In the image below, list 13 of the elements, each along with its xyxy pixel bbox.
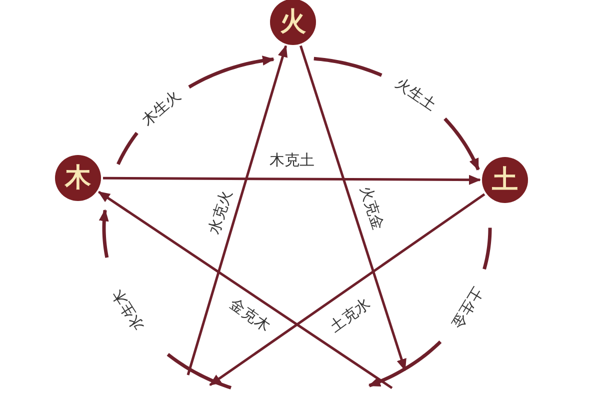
element-circle: 木 xyxy=(55,155,101,201)
arrow xyxy=(368,226,492,388)
arrow xyxy=(186,45,288,376)
element-circle: 火 xyxy=(270,0,316,45)
arrow xyxy=(103,174,481,185)
arrow xyxy=(209,193,486,386)
arrow xyxy=(98,190,393,390)
element-circle: 土 xyxy=(482,157,528,203)
arrow xyxy=(116,56,276,166)
arrow xyxy=(312,56,480,172)
edge-label: 木克土 xyxy=(268,151,316,169)
arrow xyxy=(98,208,233,390)
arrow xyxy=(299,45,406,371)
